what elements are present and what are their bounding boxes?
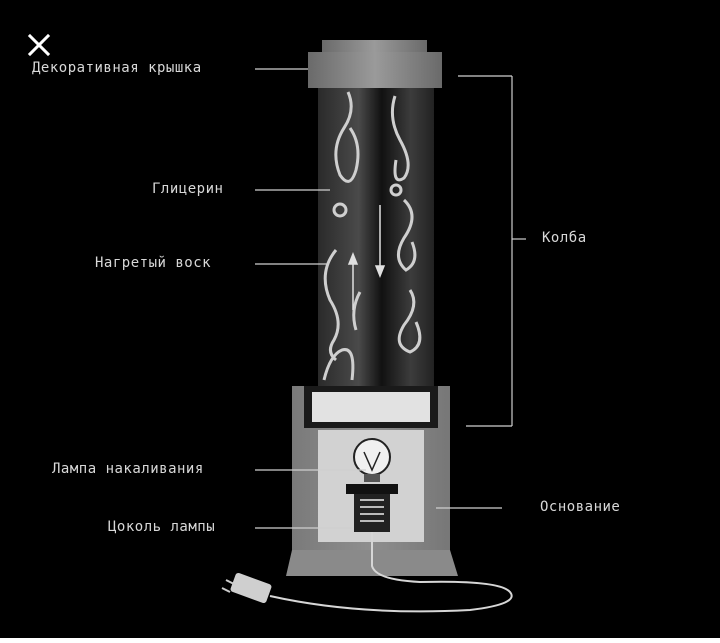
leader-lines (255, 68, 526, 529)
label-flask: Колба (542, 230, 587, 246)
bottom-edge (0, 638, 720, 643)
decorative-lid (308, 40, 442, 88)
label-base: Основание (540, 499, 621, 515)
label-glycerin: Глицерин (152, 181, 224, 197)
label-decorative-lid: Декоративная крышка (32, 60, 202, 76)
convection-arrows (347, 205, 386, 310)
power-cord (269, 532, 513, 613)
lamp-base (286, 386, 458, 576)
close-icon (27, 33, 51, 57)
label-bulb-socket: Цоколь лампы (108, 519, 216, 535)
label-heated-wax: Нагретый воск (95, 255, 212, 271)
close-button[interactable] (22, 28, 56, 62)
power-plug (221, 572, 272, 604)
glass-flask (318, 88, 434, 388)
wax-blobs (322, 91, 422, 381)
label-incandescent-bulb: Лампа накаливания (52, 461, 204, 477)
